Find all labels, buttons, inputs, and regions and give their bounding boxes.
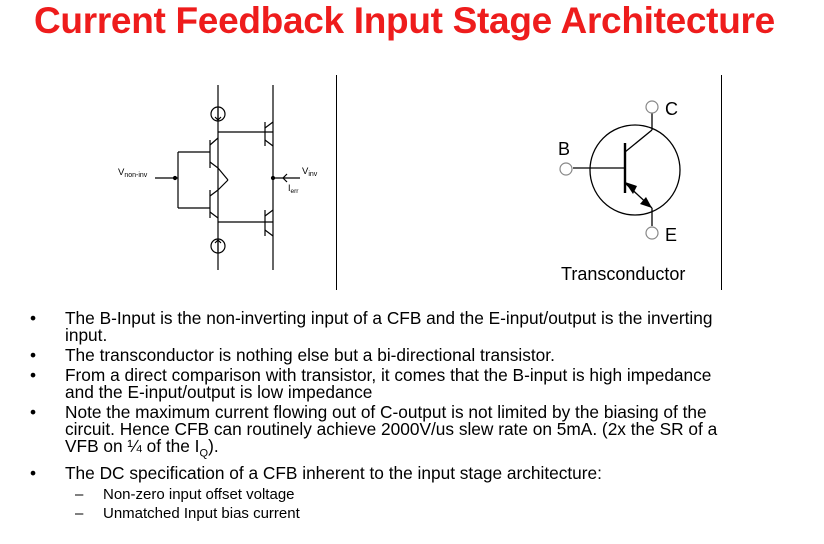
bullet-line: VFB on ¼ of the IQ). [65,436,219,460]
transconductor-caption: Transconductor [561,264,685,284]
left-divider [336,75,337,290]
bullet-line: Note the maximum current flowing out of … [65,402,707,422]
v-inv-label: Vinv [302,166,318,178]
sub-bullet-dash: – [75,486,84,504]
sub-bullet-item: – Unmatched Input bias current [75,505,300,523]
i-err-label: Ierr [288,183,299,195]
right-divider [721,75,722,290]
bullet-line: input. [65,325,108,345]
sub-bullet-item: – Non-zero input offset voltage [75,486,295,504]
bullet-line: and the E-input/output is low impedance [65,382,373,402]
page-title: Current Feedback Input Stage Architectur… [34,0,775,41]
bullet-line: The B-Input is the non-inverting input o… [65,308,713,328]
terminal-c-label: C [665,99,678,119]
bullet-dot: • [30,402,37,422]
bullet-item: • Note the maximum current flowing out o… [30,402,820,462]
bullet-line: From a direct comparison with transistor… [65,365,712,385]
v-noninv-label: Vnon-inv [118,167,148,179]
bullet-line: The transconductor is nothing else but a… [65,345,555,365]
bullet-item: • The B-Input is the non-inverting input… [30,308,820,345]
bullet-item: • The transconductor is nothing else but… [30,345,820,365]
bullet-line: circuit. Hence CFB can routinely achieve… [65,419,718,439]
bullet-dot: • [30,365,37,385]
bullet-item: • The DC specification of a CFB inherent… [30,465,820,482]
bullet-list: • The B-Input is the non-inverting input… [30,308,820,523]
bullet-line: The DC specification of a CFB inherent t… [65,463,602,484]
bullet-dot: • [30,345,37,365]
bullet-dot: • [30,308,37,328]
terminal-b-label: B [558,139,570,159]
bullet-item: • From a direct comparison with transist… [30,365,820,402]
sub-bullet-dash: – [75,505,84,523]
terminal-e-label: E [665,225,677,245]
bullet-dot: • [30,463,37,484]
